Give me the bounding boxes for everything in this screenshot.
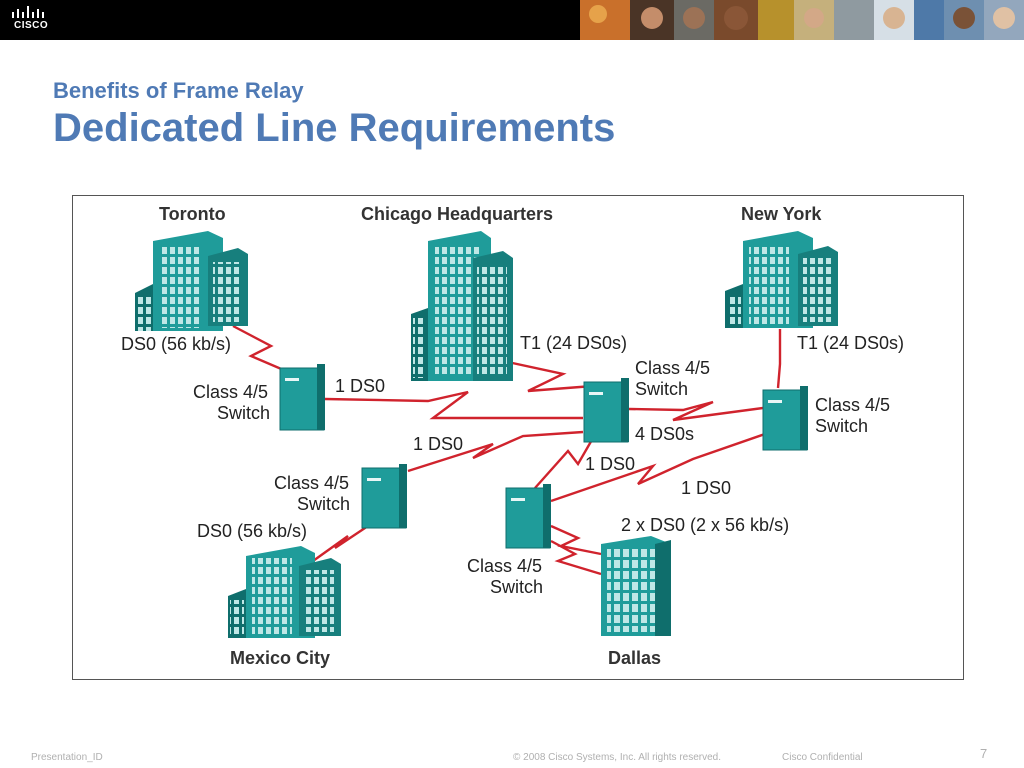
link-toronto-building bbox=[232, 324, 294, 376]
link-mexico-hq bbox=[407, 430, 584, 473]
link-mexico-building bbox=[312, 525, 369, 562]
link-dallas-building-a bbox=[550, 524, 602, 556]
city-label-toronto: Toronto bbox=[159, 204, 226, 224]
network-diagram: Toronto Chicago Headquarters New York Me… bbox=[72, 195, 964, 680]
switch-mexico-city bbox=[361, 464, 407, 529]
switch-new-york bbox=[762, 386, 808, 451]
link-label-toronto-ds0: DS0 (56 kb/s) bbox=[121, 334, 231, 354]
switch-label-dallas-line1: Class 4/5 bbox=[467, 556, 542, 576]
page-number: 7 bbox=[980, 746, 988, 761]
photo-strip-graphic bbox=[580, 0, 1024, 40]
building-toronto bbox=[135, 231, 248, 331]
link-chicago-hq bbox=[502, 359, 594, 393]
network-diagram-canvas: Toronto Chicago Headquarters New York Me… bbox=[121, 204, 904, 668]
link-label-mexico-ds0: DS0 (56 kb/s) bbox=[197, 521, 307, 541]
building-chicago bbox=[411, 231, 513, 381]
city-label-chicago: Chicago Headquarters bbox=[361, 204, 553, 224]
link-label-hq-4ds0s: 4 DS0s bbox=[635, 424, 694, 444]
switch-label-mexico-line1: Class 4/5 bbox=[274, 473, 349, 493]
header-photo-strip bbox=[580, 0, 1024, 40]
switch-label-dallas-line2: Switch bbox=[490, 577, 543, 597]
switch-label-new-york-line1: Class 4/5 bbox=[815, 395, 890, 415]
wan-links bbox=[232, 324, 782, 576]
link-label-mexico-1ds0: 1 DS0 bbox=[413, 434, 463, 454]
link-toronto-hq bbox=[324, 390, 583, 420]
switch-toronto bbox=[279, 364, 325, 431]
switch-label-chicago-line1: Class 4/5 bbox=[635, 358, 710, 378]
slide-subtitle: Benefits of Frame Relay bbox=[53, 78, 304, 103]
switch-label-new-york-line2: Switch bbox=[815, 416, 868, 436]
switch-label-toronto-line2: Switch bbox=[217, 403, 270, 423]
switch-dallas bbox=[505, 484, 551, 549]
link-newyork-building bbox=[776, 329, 782, 389]
footer-confidential: Cisco Confidential bbox=[782, 752, 863, 763]
city-label-mexico-city: Mexico City bbox=[230, 648, 330, 668]
footer-copyright: © 2008 Cisco Systems, Inc. All rights re… bbox=[513, 752, 722, 763]
link-dallas-hq bbox=[534, 437, 595, 489]
link-label-dallas-1ds0: 1 DS0 bbox=[585, 454, 635, 474]
switch-label-toronto-line1: Class 4/5 bbox=[193, 382, 268, 402]
building-mexico-city bbox=[228, 546, 341, 638]
link-label-chicago-t1: T1 (24 DS0s) bbox=[520, 333, 627, 353]
building-new-york bbox=[725, 231, 838, 328]
link-label-new-york-t1: T1 (24 DS0s) bbox=[797, 333, 904, 353]
link-dallas-building-b bbox=[550, 539, 602, 576]
city-label-dallas: Dallas bbox=[608, 648, 661, 668]
logo-text: CISCO bbox=[14, 20, 49, 31]
link-dallas-newyork bbox=[550, 432, 766, 503]
switch-label-chicago-line2: Switch bbox=[635, 379, 688, 399]
switch-label-mexico-line2: Switch bbox=[297, 494, 350, 514]
link-label-dallas-2ds0: 2 x DS0 (2 x 56 kb/s) bbox=[621, 515, 789, 535]
cisco-bridge-logo-icon bbox=[12, 6, 44, 18]
link-label-newyork-1ds0: 1 DS0 bbox=[681, 478, 731, 498]
footer-presentation-id: Presentation_ID bbox=[31, 752, 103, 763]
header-bar: CISCO bbox=[0, 0, 1024, 40]
city-label-new-york: New York bbox=[741, 204, 822, 224]
link-hq-newyork bbox=[628, 400, 764, 422]
slide-title: Dedicated Line Requirements bbox=[53, 106, 616, 150]
building-dallas bbox=[601, 536, 671, 636]
switch-chicago bbox=[583, 378, 629, 443]
link-label-toronto-1ds0: 1 DS0 bbox=[335, 376, 385, 396]
